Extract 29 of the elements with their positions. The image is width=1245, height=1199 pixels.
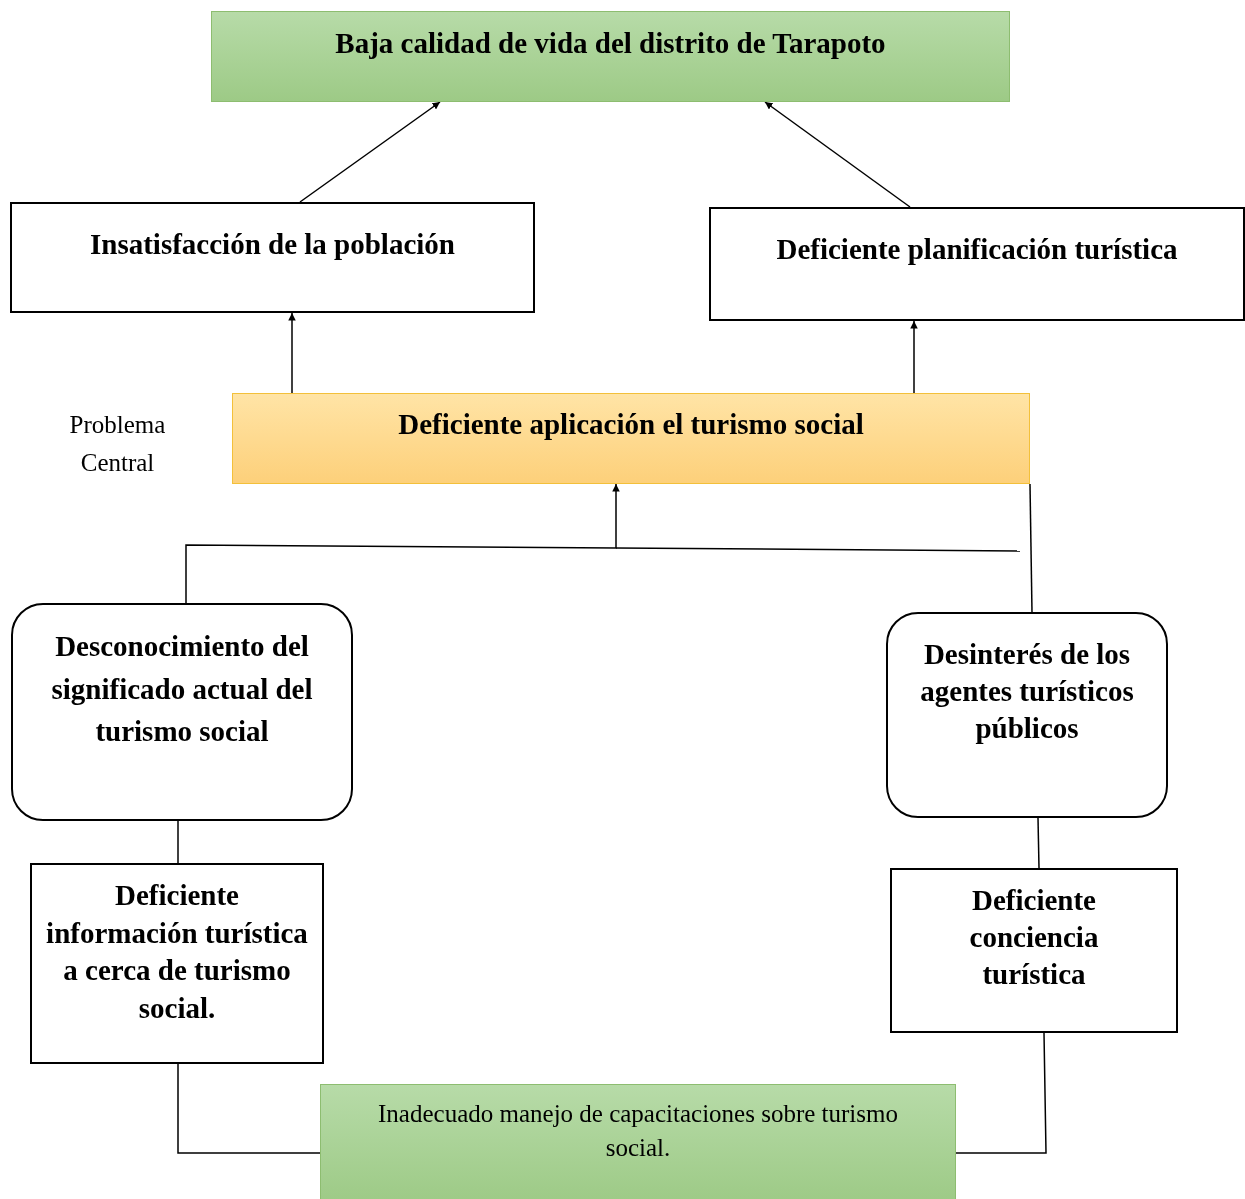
cause-box [11, 603, 353, 821]
cause-box [890, 868, 1178, 1033]
arrow [299, 101, 441, 203]
connector-line [1037, 817, 1040, 869]
node-text: Baja calidad de vida del distrito de Tarapoto [335, 26, 886, 60]
effect-box [709, 207, 1245, 321]
node-text: Desconocimiento del significado actual del turismo social [50, 629, 314, 749]
cause-box [30, 863, 324, 1064]
arrow [764, 101, 911, 208]
arrow [910, 320, 918, 394]
connector-line [177, 1063, 321, 1154]
connector-line [177, 820, 179, 864]
node-text: Deficiente planificación turística [776, 232, 1178, 267]
effect-box [211, 11, 1010, 102]
connector-line [955, 1032, 1047, 1154]
effect-box [10, 202, 535, 313]
arrow [185, 483, 620, 604]
root-cause-box [320, 1084, 956, 1199]
arrow [288, 312, 296, 394]
node-text: Desinterés de los agentes turísticos públicos [919, 637, 1135, 746]
connector-line [1029, 483, 1033, 613]
cause-box [886, 612, 1168, 818]
node-text: Inadecuado manejo de capacitaciones sobre turismo social. [377, 1099, 899, 1163]
node-text: Deficiente conciencia turística [968, 883, 1100, 992]
side-label: Problema Central [68, 410, 167, 478]
node-text: Insatisfacción de la población [90, 227, 455, 262]
node-text: Deficiente información turística a cerca de turismo social. [45, 878, 309, 1026]
central-problem-box [232, 393, 1030, 484]
node-text: Deficiente aplicación el turismo social [398, 407, 864, 442]
